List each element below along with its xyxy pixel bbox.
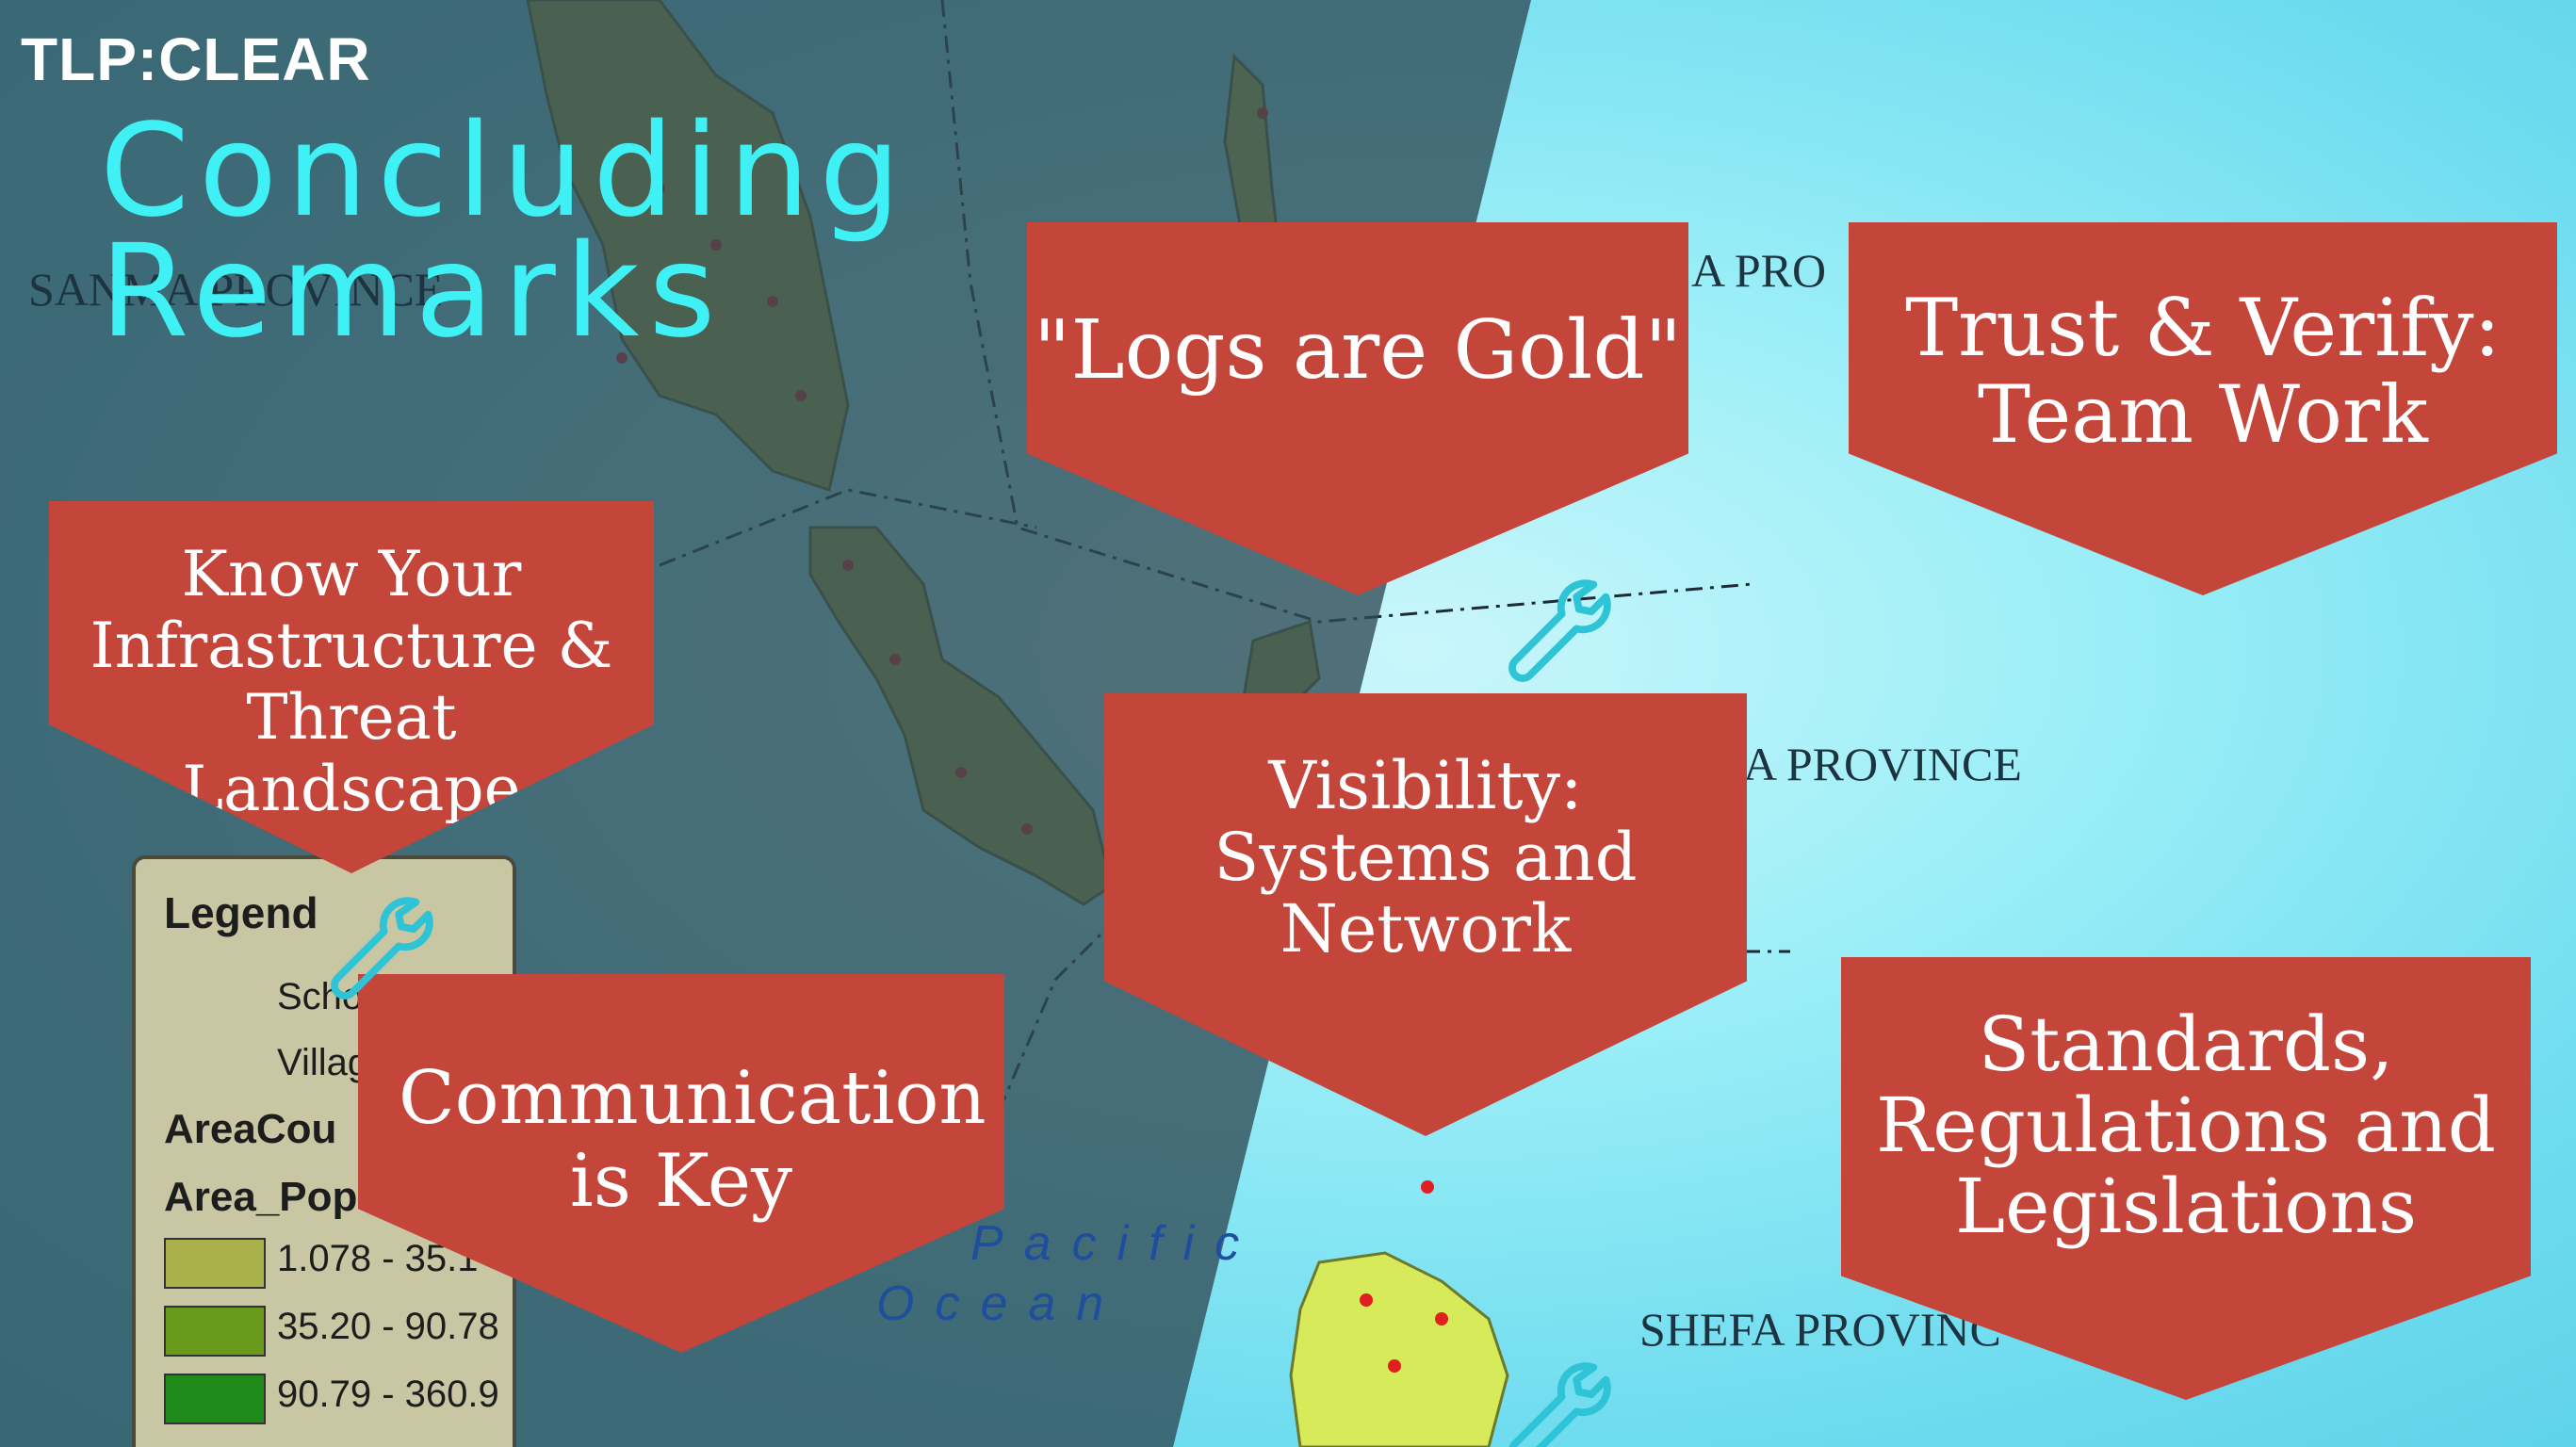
callout-text: Standards, Regulations and Legislations [1876, 1000, 2496, 1250]
callout-text: Communication is Key [399, 1056, 986, 1224]
map-label-province-top: A PRO [1691, 244, 1827, 297]
title-line-2: Remarks [100, 218, 726, 366]
legend-range-3: 90.79 - 360.9 [277, 1374, 499, 1415]
callout-text: Know Your Infrastructure & Threat Landsc… [90, 538, 613, 825]
wrench-icon [331, 897, 433, 1000]
callout-text: Visibility: Systems and Network [1214, 747, 1638, 967]
legend-range-2: 35.20 - 90.78 [277, 1306, 499, 1347]
legend-swatch-2 [164, 1306, 266, 1357]
tlp-label: TLP:CLEAR [21, 25, 371, 93]
island-efate [1289, 1251, 1509, 1447]
wrench-icon [1508, 1362, 1611, 1447]
title-line-1: Concluding [100, 97, 910, 246]
legend-area-count: AreaCou [164, 1106, 337, 1152]
ocean-label-pacific: Pacific [970, 1216, 1261, 1271]
wrench-icon [1508, 579, 1611, 682]
ocean-label-ocean: Ocean [876, 1276, 1125, 1331]
callout-text: "Logs are Gold" [1033, 303, 1683, 398]
callout-communication: Communication is Key [358, 974, 1004, 1353]
legend-title: Legend [164, 888, 318, 937]
slide-title: Concluding Remarks [100, 97, 910, 366]
legend-area-pop: Area_Pop [164, 1174, 358, 1220]
legend-villages: Villag [277, 1042, 369, 1083]
legend-swatch-3 [164, 1374, 266, 1424]
island-malekula [808, 526, 1114, 906]
map-label-province-mid: A PROVINCE [1743, 738, 2022, 790]
legend-swatch-1 [164, 1238, 266, 1289]
callout-text: Trust & Verify: Team Work [1905, 282, 2501, 461]
map-label-sanma: SANMA PROVINCE [28, 263, 444, 316]
